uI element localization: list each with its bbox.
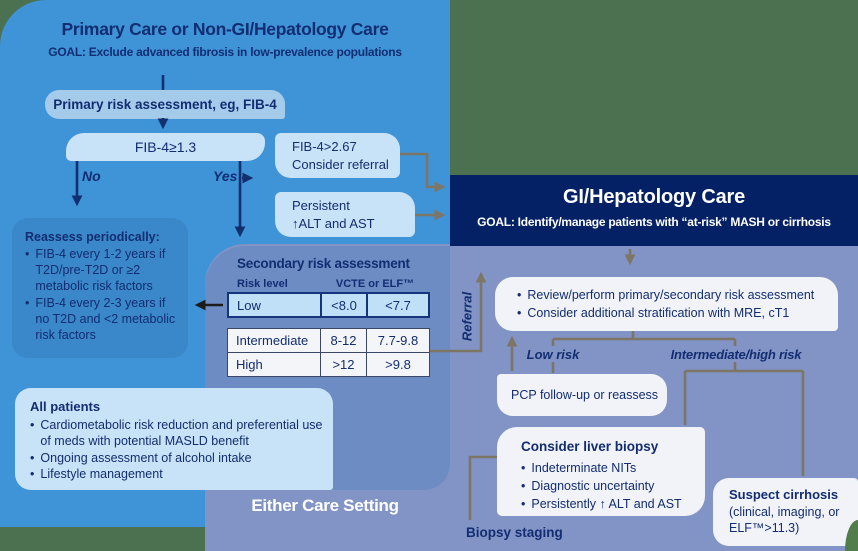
primary-risk-assessment-box: Primary risk assessment, eg, FIB-4 [45, 90, 285, 119]
bullet-dot: • [521, 479, 526, 494]
suspect-cirrhosis-title: Suspect cirrhosis [729, 487, 839, 502]
review-bullet-1-text: Review/perform primary/secondary risk as… [527, 288, 815, 302]
cell-level: High [236, 357, 263, 372]
cell-vcte: 8-12 [320, 329, 366, 352]
col-header-risk-level: Risk level [237, 278, 288, 290]
cell-elf: >9.8 [366, 353, 429, 376]
fib4-267-line2: Consider referral [292, 156, 389, 172]
suspect-cirrhosis-subtitle: (clinical, imaging, or ELF™>11.3) [729, 505, 840, 536]
gi-goal: GOAL: Identify/manage patients with “at-… [477, 215, 831, 229]
cell-elf: <7.7 [366, 294, 428, 316]
bullet-dot: • [25, 247, 30, 261]
review-bullet-1: • Review/perform primary/secondary risk … [517, 286, 838, 304]
all-patients-bullet-1: • Cardiometabolic risk reduction and pre… [30, 417, 323, 450]
table-row-low: Low <8.0 <7.7 [227, 292, 430, 318]
primary-care-goal: GOAL: Exclude advanced fibrosis in low-p… [48, 45, 402, 59]
reassess-periodically-box: Reassess periodically: • FIB-4 every 1-2… [12, 218, 188, 358]
all-patients-bullet-3: • Lifestyle management [30, 466, 323, 482]
bullet-dot: • [25, 296, 30, 311]
intermediate-high-risk-label: Intermediate/high risk [670, 347, 802, 362]
bullet-dot: • [30, 466, 35, 481]
pcp-followup-box: PCP follow-up or reassess [497, 374, 667, 416]
no-branch-label: No [82, 168, 101, 184]
bullet-dot: • [521, 461, 526, 475]
all-patients-bullet-1-text: Cardiometabolic risk reduction and prefe… [40, 418, 323, 449]
reassess-title: Reassess periodically: [25, 230, 160, 244]
secondary-assessment-title: Secondary risk assessment [237, 256, 410, 271]
table-rows-intermediate-high: Intermediate 8-12 7.7-9.8 High >12 >9.8 [227, 328, 430, 377]
fib4-267-refer-box: FIB-4>2.67 Consider referral [275, 133, 400, 178]
fib4-267-line1: FIB-4>2.67 [292, 139, 357, 154]
bullet-dot: • [521, 497, 526, 512]
gi-hepatology-header: GI/Hepatology Care GOAL: Identify/manage… [450, 175, 858, 246]
referral-label: Referral [459, 291, 475, 342]
cell-vcte: <8.0 [320, 294, 366, 316]
cell-elf: 7.7-9.8 [366, 329, 429, 352]
consider-liver-biopsy-box: Consider liver biopsy • Indeterminate NI… [497, 427, 705, 516]
either-care-setting-label: Either Care Setting [251, 496, 399, 515]
biopsy-bullet-1: • Indeterminate NITs [521, 459, 705, 477]
biopsy-bullet-2-text: Diagnostic uncertainty [531, 479, 655, 494]
cell-vcte: >12 [320, 353, 366, 376]
yes-branch-label: Yes [213, 168, 238, 184]
bullet-dot: • [517, 288, 522, 302]
cell-level: Intermediate [236, 333, 309, 348]
all-patients-title: All patients [30, 399, 101, 414]
biopsy-bullet-2: • Diagnostic uncertainty [521, 477, 705, 495]
review-bullet-2-text: Consider additional stratification with … [527, 306, 790, 321]
persistent-line2: ↑ALT and AST [292, 215, 375, 231]
reassess-bullet-1-text: FIB-4 every 1-2 years if T2D/pre-T2D or … [35, 247, 166, 293]
primary-care-title: Primary Care or Non-GI/Hepatology Care [61, 19, 389, 39]
review-perform-box: • Review/perform primary/secondary risk … [495, 277, 838, 331]
biopsy-bullet-3: • Persistently ↑ ALT and AST [521, 495, 705, 513]
bullet-dot: • [30, 418, 35, 432]
biopsy-bullet-1-text: Indeterminate NITs [531, 461, 637, 475]
biopsy-bullet-3-text: Persistently ↑ ALT and AST [531, 497, 682, 512]
reassess-bullet-2: • FIB-4 every 2-3 years if no T2D and <2… [25, 296, 180, 343]
all-patients-bullet-2: • Ongoing assessment of alcohol intake [30, 450, 323, 466]
cell-level: Low [237, 297, 261, 313]
table-row-intermediate: Intermediate 8-12 7.7-9.8 [228, 329, 429, 352]
col-header-vcte-elf: VCTE or ELF™ [335, 278, 415, 290]
bullet-dot: • [517, 306, 522, 321]
leaf-corner-accent [845, 520, 858, 551]
reassess-bullet-2-text: FIB-4 every 2-3 years if no T2D and <2 m… [35, 296, 176, 342]
low-risk-label: Low risk [526, 347, 580, 362]
table-row-high: High >12 >9.8 [228, 352, 429, 376]
biopsy-staging-label: Biopsy staging [466, 525, 563, 540]
persistent-line1: Persistent [292, 198, 350, 213]
bullet-dot: • [30, 450, 35, 465]
gi-title: GI/Hepatology Care [563, 186, 745, 208]
suspect-cirrhosis-box: Suspect cirrhosis (clinical, imaging, or… [713, 478, 858, 546]
biopsy-box-title: Consider liver biopsy [521, 439, 659, 454]
all-patients-bullet-3-text: Lifestyle management [40, 466, 163, 481]
fib4-decision-box: FIB-4≥1.3 [66, 133, 265, 161]
all-patients-box: All patients • Cardiometabolic risk redu… [15, 388, 333, 490]
persistent-alt-ast-box: Persistent ↑ALT and AST [275, 192, 415, 237]
review-bullet-2: • Consider additional stratification wit… [517, 304, 838, 322]
reassess-bullet-1: • FIB-4 every 1-2 years if T2D/pre-T2D o… [25, 247, 180, 294]
all-patients-bullet-2-text: Ongoing assessment of alcohol intake [40, 450, 252, 465]
